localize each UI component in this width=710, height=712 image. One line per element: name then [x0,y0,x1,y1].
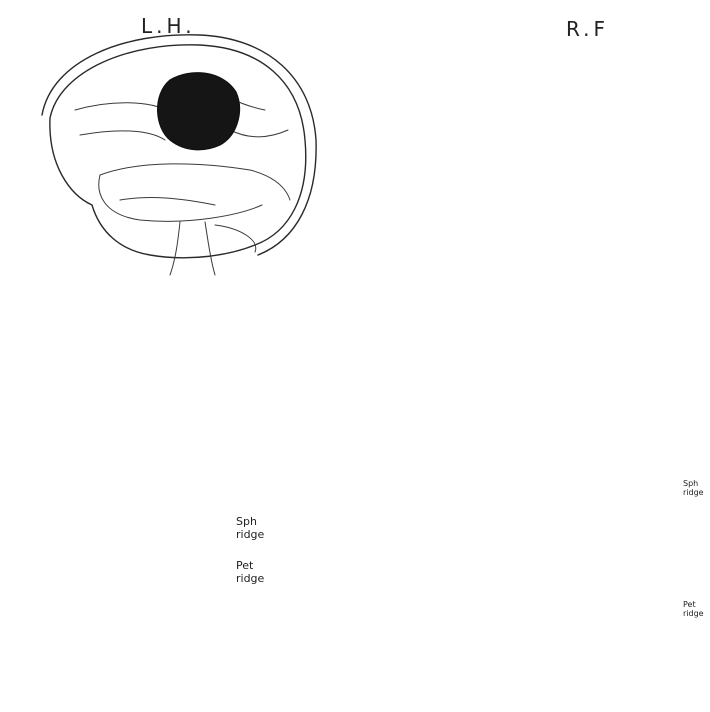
temporal-lobe [99,175,262,221]
coronal-pet-label: Pet [236,560,253,571]
lesion [158,73,240,150]
panel-title-rf: R.F [566,17,609,41]
coronal-sph-ridge-label: ridge [236,529,264,540]
coronal-sph-label: Sph [236,516,257,527]
axial-pet-ridge-label: ridge [683,610,704,618]
sylvian-fissure [100,164,290,200]
panel-title-lh: L.H. [141,14,196,38]
axial-sph-ridge-label: ridge [683,489,704,497]
coronal-pet-ridge-label: ridge [236,573,264,584]
cerebellum [215,225,256,252]
axial-sph-label: Sph [683,480,698,488]
axial-pet-label: Pet [683,601,696,609]
lateral-brain-left [42,35,316,275]
brainstem [170,222,215,275]
